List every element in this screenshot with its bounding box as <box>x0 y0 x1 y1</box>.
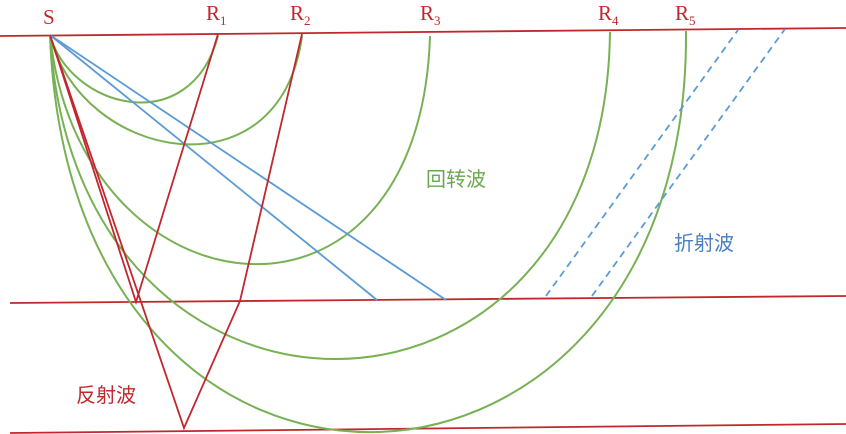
receiver-r2-index: 2 <box>304 13 311 28</box>
turning-wave-r2-curve <box>49 34 303 146</box>
receiver-r4-index: 4 <box>612 13 619 28</box>
interface-1-line <box>9 295 846 304</box>
layer-boundaries <box>0 27 846 434</box>
reflected-ray-r2 <box>49 33 303 431</box>
receiver-label-r4: R4 <box>598 1 619 28</box>
interface-2-line <box>9 423 846 434</box>
refracted-wave-label: 折射波 <box>674 231 734 255</box>
turning-wave-r1-curve <box>49 34 219 104</box>
refracted-upgoing-ray-1 <box>545 29 739 297</box>
reflected-ray-r1 <box>49 33 219 306</box>
turning-wave-r3-curve <box>49 34 431 266</box>
receiver-label-r3: R3 <box>420 1 441 28</box>
turning-wave-r4-curve <box>49 31 611 360</box>
turning-wave-r5-curve <box>49 30 688 433</box>
receiver-r5-letter: R <box>675 1 689 25</box>
receiver-r4-letter: R <box>598 1 612 25</box>
receiver-r3-letter: R <box>420 1 434 25</box>
refracted-upgoing-ray-2 <box>591 28 786 297</box>
reflected-wave-label: 反射波 <box>76 383 136 407</box>
receiver-r1-letter: R <box>206 1 220 25</box>
refracted-downgoing-ray-1 <box>49 34 378 301</box>
receiver-r3-index: 3 <box>434 13 441 28</box>
turning-wave-curves <box>49 30 688 433</box>
surface-line <box>0 27 846 37</box>
receiver-label-r5: R5 <box>675 1 696 28</box>
receiver-r1-index: 1 <box>220 13 227 28</box>
receiver-r5-index: 5 <box>689 13 696 28</box>
refracted-wave-rays <box>49 28 786 301</box>
turning-wave-label: 回转波 <box>426 167 486 191</box>
refracted-downgoing-ray-2 <box>49 34 447 301</box>
receiver-label-r2: R2 <box>290 1 311 28</box>
reflected-wave-rays <box>49 33 303 431</box>
source-label: S <box>43 5 55 29</box>
receiver-label-r1: R1 <box>206 1 227 28</box>
receiver-labels: R1 R2 R3 R4 R5 <box>206 1 696 28</box>
receiver-r2-letter: R <box>290 1 304 25</box>
